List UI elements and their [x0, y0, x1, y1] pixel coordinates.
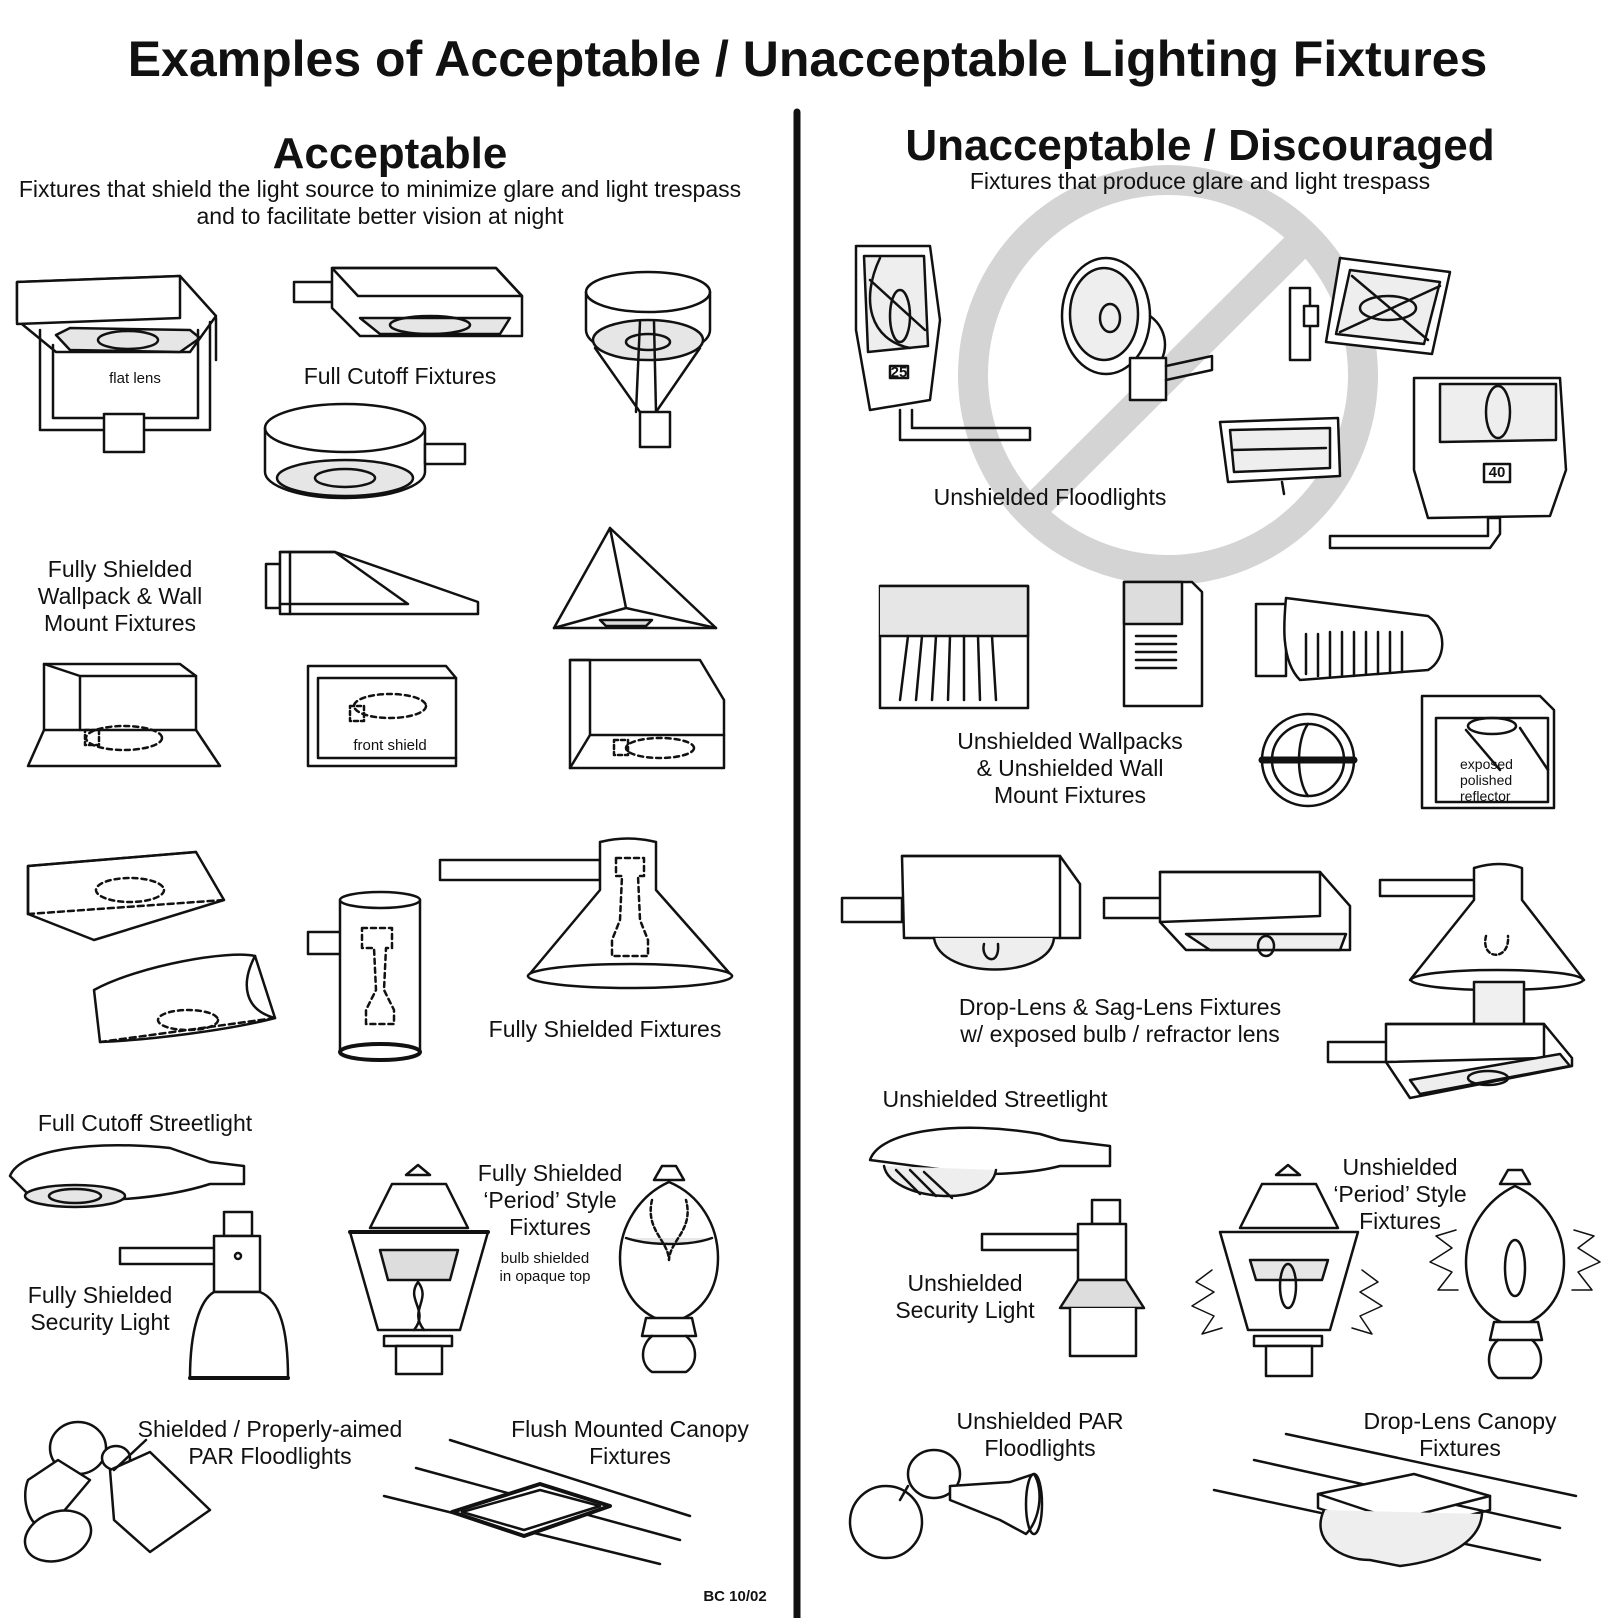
unshielded-security-label: Unshielded Security Light — [895, 1270, 1035, 1324]
bulb-shielded-note: bulb shielded in opaque top — [499, 1250, 591, 1285]
front-shield-wallpack-icon — [306, 664, 458, 768]
shielded-box-wallpack-icon — [26, 662, 222, 768]
unshielded-floodlight-25-icon — [854, 244, 1032, 442]
full-cutoff-box-fixture-icon — [15, 274, 218, 454]
shielded-cone-fixture-icon — [438, 837, 734, 990]
unshielded-floodlight-40-icon — [1328, 376, 1568, 550]
exposed-reflector-wall-fixture-icon — [1420, 694, 1556, 810]
unshielded-period-label: Unshielded ‘Period’ Style Fixtures — [1333, 1154, 1467, 1235]
footer-code: BC 10/02 — [703, 1588, 767, 1605]
front-shield-label: front shield — [353, 737, 427, 754]
unshielded-par-floodlights-icon — [848, 1448, 1044, 1560]
full-cutoff-shoebox-icon — [292, 266, 524, 338]
shielded-wallpack-angled-icon — [264, 550, 480, 616]
unshielded-round-caged-fixture-icon — [1258, 712, 1358, 808]
unshielded-acorn-fixture-icon — [1429, 1168, 1601, 1380]
sag-lens-shoebox-icon — [1102, 870, 1352, 958]
shielded-cylinder-fixture-icon — [306, 890, 422, 1062]
drop-lens-canopy-icon — [1212, 1432, 1578, 1568]
unshielded-small-floodlight-icon — [1218, 416, 1342, 496]
full-cutoff-round-fixture-icon — [584, 270, 712, 449]
prohibition-sign-icon — [958, 165, 1378, 585]
full-cutoff-streetlight-label: Full Cutoff Streetlight — [37, 1110, 253, 1136]
acceptable-subtitle: Fixtures that shield the light source to… — [18, 176, 742, 230]
unacceptable-subtitle: Fixtures that produce glare and light tr… — [969, 168, 1431, 194]
unshielded-louvered-wallpack-icon — [878, 584, 1030, 710]
fully-shielded-period-label: Fully Shielded ‘Period’ Style Fixtures — [477, 1160, 623, 1241]
drop-lens-canopy-label: Drop-Lens Canopy Fixtures — [1363, 1408, 1557, 1462]
unshielded-security-light-icon — [980, 1198, 1146, 1358]
flush-mounted-canopy-icon — [382, 1438, 692, 1566]
shielded-half-cylinder-icon — [92, 953, 277, 1044]
unshielded-wall-floodlight-icon — [1288, 256, 1452, 362]
flood-40-badge: 40 — [1488, 464, 1506, 481]
unshielded-slim-wall-fixture-icon — [1122, 580, 1204, 708]
unshielded-streetlight-icon — [868, 1126, 1112, 1200]
shielded-wedge-fixture-icon — [26, 850, 226, 942]
unshielded-wallpacks-label: Unshielded Wallpacks & Unshielded Wall M… — [957, 728, 1183, 809]
fully-shielded-fixtures-label: Fully Shielded Fixtures — [488, 1016, 722, 1042]
drop-lens-label: Drop-Lens & Sag-Lens Fixtures w/ exposed… — [958, 994, 1282, 1048]
fully-shielded-acorn-fixture-icon — [618, 1164, 720, 1374]
full-cutoff-fixtures-label: Full Cutoff Fixtures — [303, 363, 497, 389]
exposed-reflector-label: exposed polished reflector — [1460, 756, 1513, 805]
unshielded-cylinder-wallpack-icon — [1254, 596, 1444, 682]
shielded-par-floodlights-icon — [23, 1420, 212, 1563]
unshielded-round-floodlight-icon — [1060, 256, 1214, 402]
fully-shielded-period-lantern-icon — [348, 1163, 490, 1376]
unshielded-par-label: Unshielded PAR Floodlights — [956, 1408, 1124, 1462]
flush-canopy-label: Flush Mounted Canopy Fixtures — [511, 1416, 749, 1470]
shielded-pyramid-wall-fixture-icon — [552, 526, 718, 630]
full-cutoff-disc-fixture-icon — [263, 402, 467, 500]
full-cutoff-streetlight-icon — [8, 1144, 246, 1209]
unacceptable-heading: Unacceptable / Discouraged — [905, 121, 1495, 170]
shielded-par-label: Shielded / Properly-aimed PAR Floodlight… — [137, 1416, 403, 1470]
flood-25-badge: 25 — [890, 364, 908, 381]
flat-lens-label: flat lens — [109, 370, 161, 387]
unshielded-period-lantern-icon — [1191, 1163, 1383, 1378]
drop-lens-box-fixture-icon — [840, 854, 1082, 971]
hooded-wallpack-icon — [568, 658, 726, 770]
page-title: Examples of Acceptable / Unacceptable Li… — [127, 31, 1488, 87]
fully-shielded-security-label: Fully Shielded Security Light — [27, 1282, 173, 1336]
acceptable-heading: Acceptable — [272, 129, 508, 178]
fully-shielded-security-light-icon — [118, 1210, 290, 1380]
unshielded-cone-fixture-icon — [1378, 862, 1586, 1030]
fully-shielded-wallpack-label: Fully Shielded Wallpack & Wall Mount Fix… — [37, 556, 203, 637]
sag-lens-flat-fixture-icon — [1326, 1022, 1574, 1100]
unshielded-streetlight-label: Unshielded Streetlight — [882, 1086, 1108, 1112]
unshielded-floodlights-label: Unshielded Floodlights — [933, 484, 1167, 510]
